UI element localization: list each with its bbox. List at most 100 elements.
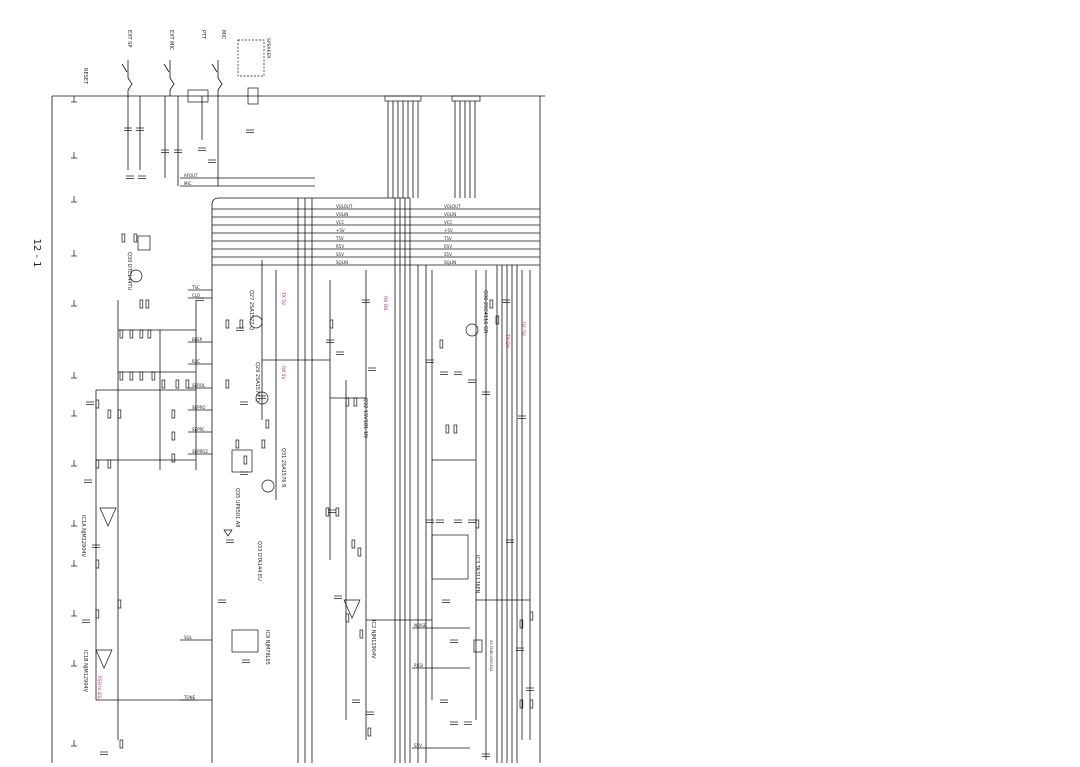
connector-j2: [451, 95, 481, 102]
ic3-label: IC3 TA31136FN: [474, 555, 480, 594]
q29-symbol: [255, 391, 269, 405]
ext-sp-label: EXT SP: [126, 30, 132, 47]
q35-box: [231, 449, 253, 473]
bus-label: VCC: [336, 220, 345, 225]
mic-jack: [217, 60, 223, 96]
resistor-37: [359, 629, 364, 639]
resistor-16: [95, 459, 100, 469]
bus-label: S5V: [336, 252, 344, 257]
connector-j1: [384, 95, 422, 102]
resistor-51: [139, 299, 144, 309]
resistor-47: [529, 611, 534, 621]
signal-label: NOISE: [414, 623, 427, 628]
ic1b-label: IC1B NJM12904V: [82, 650, 88, 693]
q30-symbol: [129, 269, 143, 283]
resistor-20: [117, 599, 122, 609]
resistor-40: [445, 424, 450, 434]
ic1b-symbol: [95, 649, 113, 669]
signal-label: SEROL: [192, 383, 206, 388]
signal-label: TONE: [183, 695, 196, 700]
speaker-box: [237, 39, 265, 77]
q35-label: Q35 UP6501 A8: [234, 488, 240, 527]
dc5v-note: DC 5V: [520, 322, 526, 337]
signal-label: SEPRC: [192, 427, 205, 432]
signal-label: CLO: [192, 293, 200, 298]
ic9-box: [231, 629, 259, 653]
signal-label: RXC: [192, 359, 200, 364]
q27-symbol: [249, 315, 263, 329]
resistor-3: [119, 371, 124, 381]
resistor-28: [265, 419, 270, 429]
resistor-49: [121, 233, 126, 243]
resistor-21: [119, 739, 124, 749]
resistor-11: [107, 409, 112, 419]
resistor-39: [439, 339, 444, 349]
q36-label: Q36 2SC4116 GR: [482, 290, 488, 334]
speaker-label: SPEAKER: [265, 38, 271, 58]
resistor-18: [95, 559, 100, 569]
ic3-box: [431, 534, 469, 580]
resistor-7: [161, 379, 166, 389]
q30-label: Q30 DTC144TU: [126, 252, 132, 291]
resistor-14: [171, 431, 176, 441]
resistor-48: [529, 699, 534, 709]
q29-label: Q29 2SA1577 Q: [254, 362, 260, 402]
q33-label: Q33 DTA144 EU: [256, 541, 262, 581]
rx-on-note: RX ON: [382, 296, 388, 311]
bus-label-right: T5V: [443, 236, 452, 241]
resistor-1: [129, 329, 134, 339]
resistor-19: [95, 609, 100, 619]
resistor-13: [171, 409, 176, 419]
q31-label: Q31 2SA1576 R: [280, 448, 286, 488]
resistor-43: [489, 299, 494, 309]
resistor-4: [129, 371, 134, 381]
resistor-10: [95, 399, 100, 409]
resistor-23: [225, 379, 230, 389]
resistor-2: [139, 329, 144, 339]
rx5v-note: RX 5V: [280, 366, 286, 381]
resistor-29: [329, 319, 334, 329]
resistor-42: [475, 519, 480, 529]
resistor-52: [145, 299, 150, 309]
bus-label: R5V: [336, 244, 344, 249]
tx-on-note: TX ON: [504, 333, 510, 348]
ic1a-label: IC1A NJM12904V: [80, 515, 86, 558]
bus-label-right: VOLOUT: [444, 204, 461, 209]
ic2-symbol: [343, 599, 361, 619]
q33-diode: [223, 529, 233, 537]
resistor-53: [147, 329, 152, 339]
sql-note: RSSI to SQL: [97, 676, 102, 700]
ic9-label: IC9 NJM78L05: [264, 630, 270, 665]
mic-label: MIC: [220, 30, 226, 40]
bus-label-right: R5V: [444, 244, 452, 249]
cpu-frame: [211, 197, 410, 763]
resistor-6: [151, 371, 156, 381]
ext-sp-jack: [127, 60, 133, 96]
resistor-5: [139, 371, 144, 381]
x3-label: X3 CDBC455CX24: [489, 640, 493, 672]
resistor-34: [357, 547, 362, 557]
q30-box: [137, 235, 151, 251]
resistor-50: [133, 233, 138, 243]
mic-element: [247, 87, 259, 105]
bus-label: +5V: [336, 228, 345, 233]
resistor-38: [367, 727, 372, 737]
bus-label-right: S5V: [444, 252, 452, 257]
signal-label: SEPRO2: [192, 449, 208, 454]
q32-label: Q32 1SV181 1N: [362, 398, 368, 438]
signal-label: SEPRO: [192, 405, 205, 410]
signal-label: SQL: [184, 635, 193, 640]
bus-label: VOLIN: [336, 212, 348, 217]
resistor-22: [225, 319, 230, 329]
resistor-35: [345, 613, 350, 623]
resistor-36: [351, 539, 356, 549]
ext-mic-jack: [169, 60, 175, 96]
bus-label-right: SQLIN: [444, 260, 456, 265]
ext-mic-label: EXT MIC: [168, 30, 174, 51]
resistor-8: [175, 379, 180, 389]
resistor-32: [325, 507, 330, 517]
q36-symbol: [465, 323, 479, 337]
bus-label-right: VOLIN: [444, 212, 456, 217]
bus-label: SQLIN: [336, 260, 348, 265]
